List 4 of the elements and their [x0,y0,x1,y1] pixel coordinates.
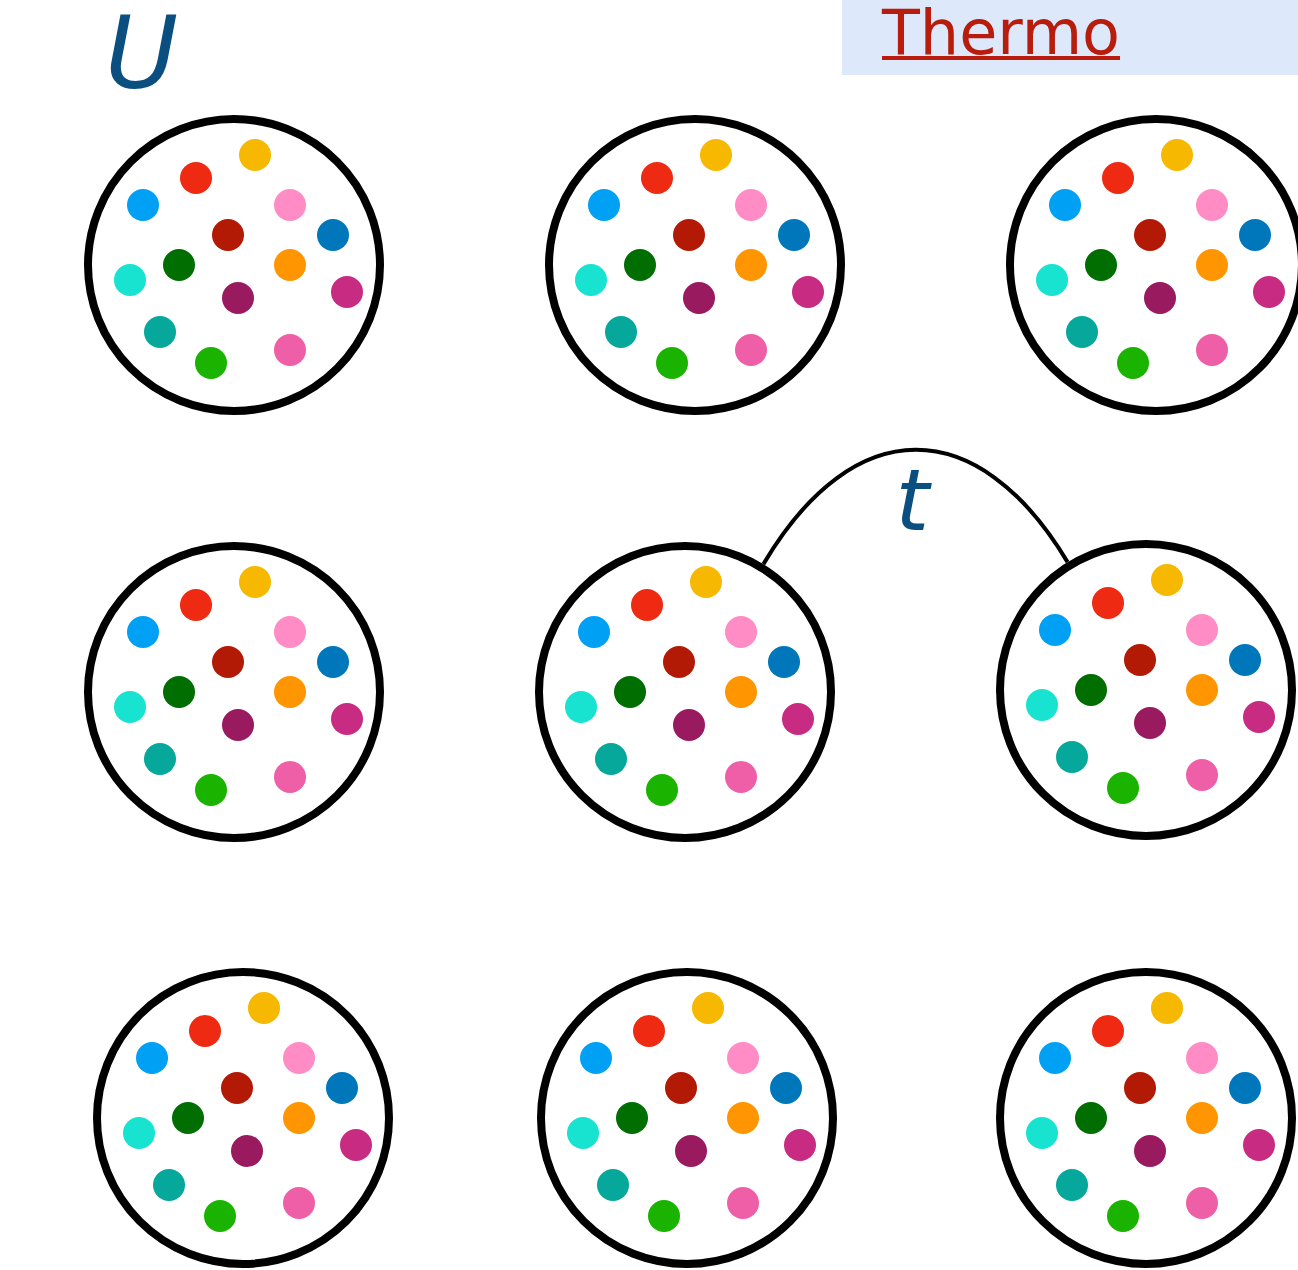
arc-line [761,448,1070,566]
slide-title: Thermo [882,2,1121,64]
edge-label: t [895,457,930,544]
variable-label: U [105,4,179,104]
